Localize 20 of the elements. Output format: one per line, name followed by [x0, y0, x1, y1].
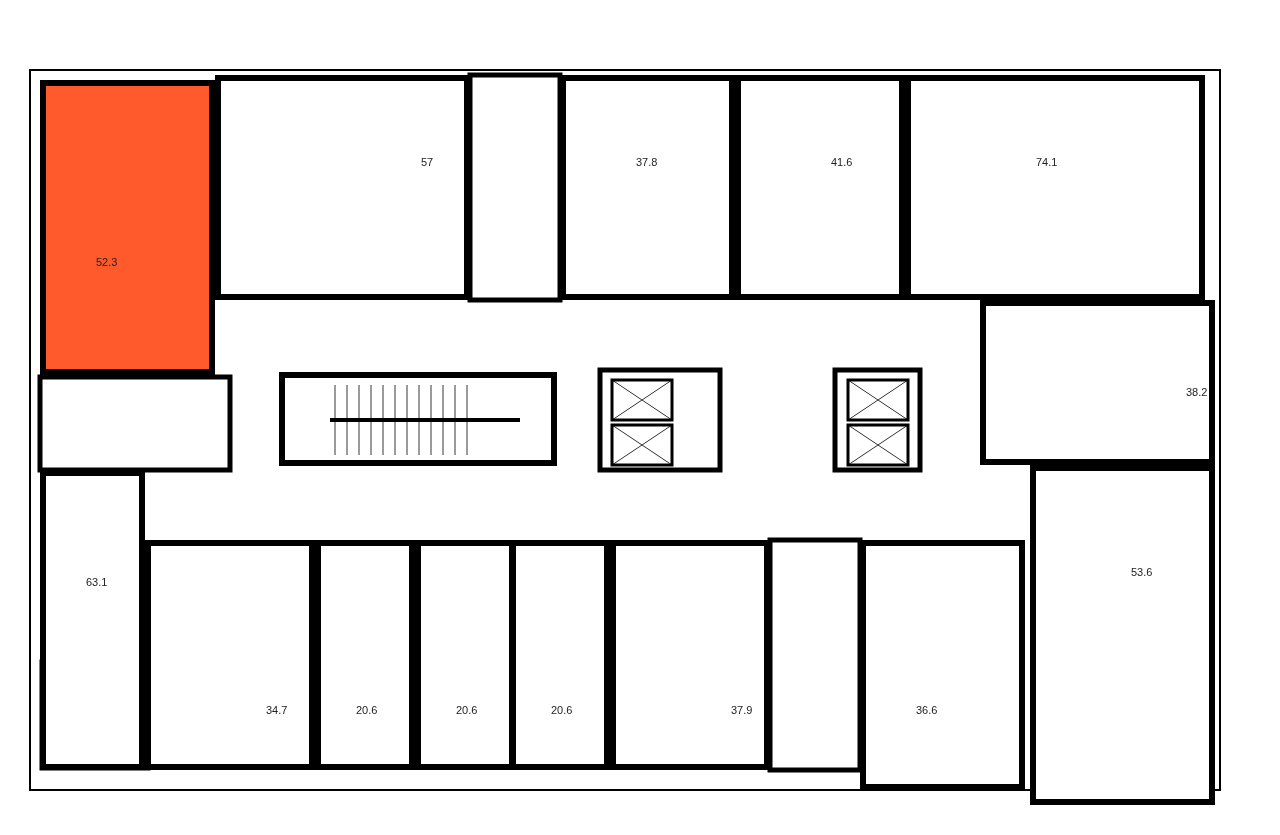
area-label: 53.6 [1131, 566, 1153, 578]
area-label: 57 [421, 156, 434, 168]
area-label: 20.6 [356, 704, 378, 716]
apartment-unit [560, 75, 735, 300]
area-label: 37.8 [636, 156, 658, 168]
apartment-unit [40, 470, 145, 770]
area-label: 63.1 [86, 576, 108, 588]
area-label: 34.7 [266, 704, 288, 716]
area-label: 74.1 [1036, 156, 1058, 168]
apartment-unit [215, 75, 470, 300]
apartment-unit [860, 540, 1025, 790]
area-label: 20.6 [456, 704, 478, 716]
area-label: 37.9 [731, 704, 753, 716]
area-label: 36.6 [916, 704, 938, 716]
area-label: 41.6 [831, 156, 853, 168]
apartment-unit [610, 540, 770, 770]
apartment-unit [1030, 465, 1215, 805]
area-label: 52.3 [96, 256, 118, 268]
area-label: 20.6 [551, 704, 573, 716]
area-label: 38.2 [1186, 386, 1208, 398]
